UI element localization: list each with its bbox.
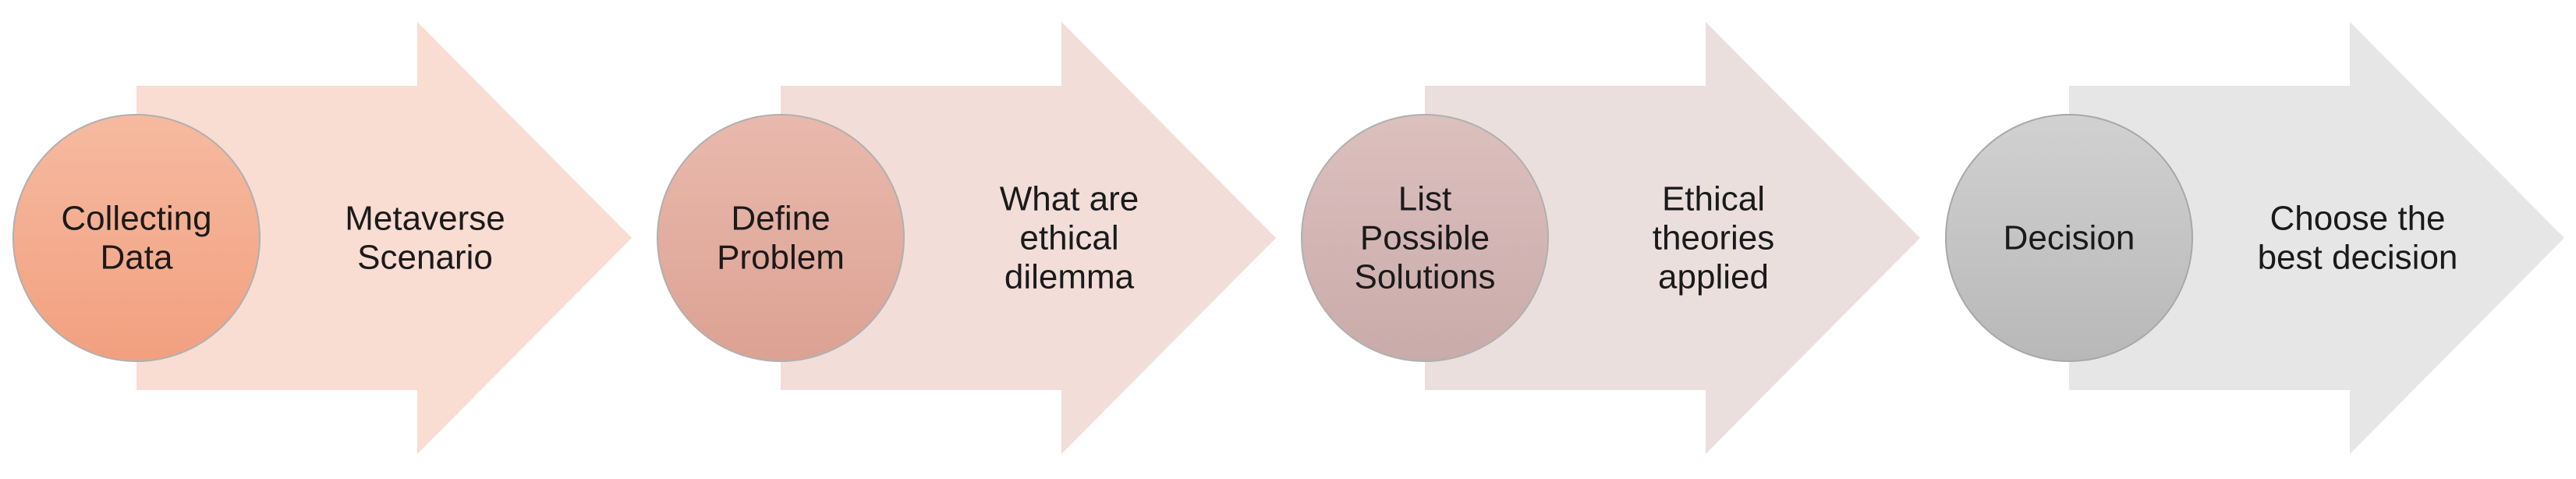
arrows-layer: [136, 22, 2564, 454]
step-1-title-line: Data: [101, 239, 173, 277]
step-2-description-line: dilemma: [1005, 258, 1135, 296]
step-1-description-line: Metaverse: [345, 200, 505, 238]
step-1-circle: [12, 114, 260, 362]
step-2-title-line: Problem: [717, 239, 845, 277]
step-4-description-line: best decision: [2258, 239, 2458, 277]
step-2-arrow: [781, 22, 1276, 454]
step-4-arrow: [2069, 22, 2564, 454]
step-1-arrow: [136, 22, 632, 454]
step-4-circle: [1945, 114, 2193, 362]
step-1-description-line: Scenario: [357, 239, 493, 277]
circles-layer: [12, 114, 2193, 362]
step-3-title-line: List: [1398, 180, 1451, 218]
step-2-description-line: ethical: [1019, 219, 1118, 257]
step-3-title-line: Solutions: [1354, 258, 1495, 296]
step-3-circle: [1301, 114, 1549, 362]
step-4-description-line: Choose the: [2270, 200, 2445, 238]
step-4-title-line: Decision: [2004, 219, 2135, 257]
step-2-circle: [657, 114, 905, 362]
step-2-description-line: What are: [1000, 180, 1139, 218]
step-1-title-line: Collecting: [61, 200, 211, 238]
step-2-title-line: Define: [731, 200, 830, 238]
step-3-description-line: theories: [1653, 219, 1775, 257]
step-3-title-line: Possible: [1360, 219, 1490, 257]
step-3-arrow: [1425, 22, 1920, 454]
step-3-description-line: Ethical: [1662, 180, 1765, 218]
step-3-description-line: applied: [1658, 258, 1769, 296]
